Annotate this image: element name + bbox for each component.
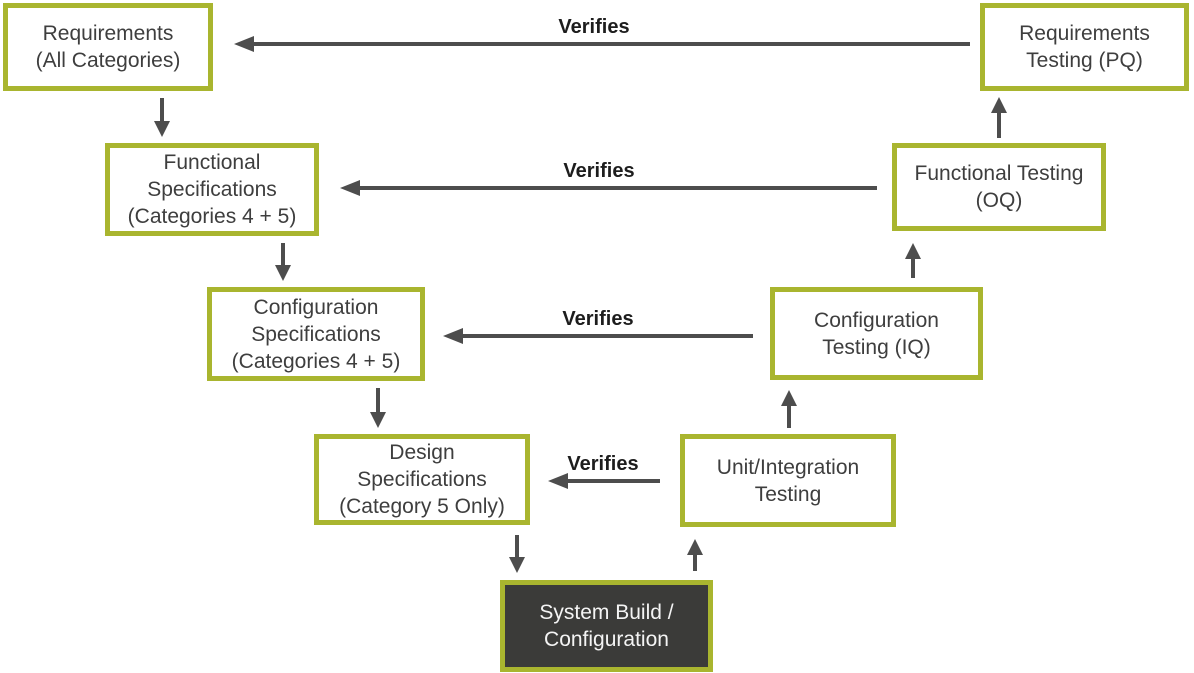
arrow-func-testing-to-req-testing — [991, 97, 1007, 138]
arrow-functional-specs-to-config-specs — [275, 243, 291, 281]
box-configuration-testing-iq: Configuration Testing (IQ) — [770, 287, 983, 380]
box-requirements: Requirements (All Categories) — [3, 3, 213, 91]
arrow-design-specs-to-system-build — [509, 535, 525, 573]
arrow-config-specs-to-design-specs — [370, 388, 386, 428]
arrow-config-testing-to-func-testing — [905, 243, 921, 278]
verifies-label-row3: Verifies — [562, 308, 634, 330]
arrow-system-build-to-unit-testing — [687, 539, 703, 571]
box-system-build-configuration: System Build / Configuration — [500, 580, 713, 672]
verifies-label-row1: Verifies — [558, 16, 630, 38]
verifies-label-row2: Verifies — [563, 160, 635, 182]
verifies-label-row4: Verifies — [567, 453, 639, 475]
box-functional-testing-oq: Functional Testing (OQ) — [892, 143, 1106, 231]
box-requirements-testing-pq: Requirements Testing (PQ) — [980, 3, 1189, 91]
box-design-specifications: Design Specifications (Category 5 Only) — [314, 434, 530, 525]
arrow-requirements-to-functional-specs — [154, 98, 170, 137]
box-configuration-specifications: Configuration Specifications (Categories… — [207, 287, 425, 381]
box-functional-specifications: Functional Specifications (Categories 4 … — [105, 143, 319, 236]
arrow-unit-testing-to-config-testing — [781, 390, 797, 428]
box-unit-integration-testing: Unit/Integration Testing — [680, 434, 896, 527]
